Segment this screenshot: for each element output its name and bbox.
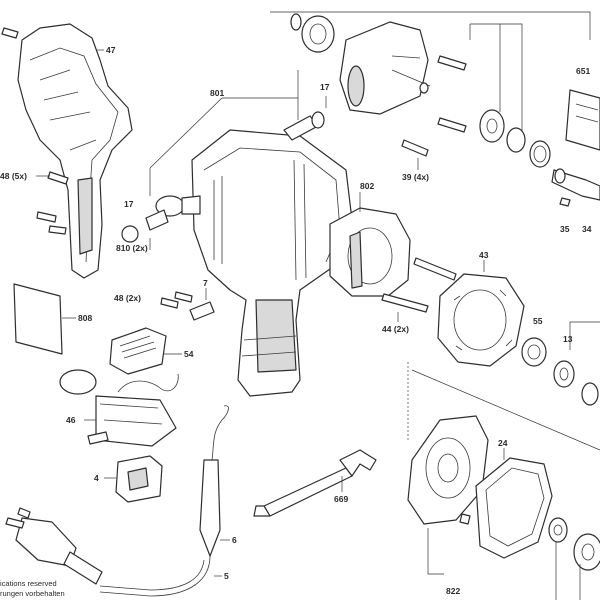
- label-24: 24: [498, 438, 508, 448]
- screws-48-5x: [1, 27, 69, 235]
- gear-cover-822: [407, 415, 489, 525]
- label-808: 808: [78, 313, 92, 323]
- label-651: 651: [576, 66, 590, 76]
- small-gear-top: [290, 13, 335, 53]
- label-5: 5: [224, 571, 229, 581]
- label-13: 13: [563, 334, 573, 344]
- ring-gear-43: [437, 273, 525, 367]
- connector-4: [115, 455, 163, 503]
- wrench-669: [253, 449, 377, 517]
- pin-small: [459, 513, 471, 525]
- label-669: 669: [334, 494, 348, 504]
- label-35: 35: [560, 224, 570, 234]
- motor-housing-801: [155, 129, 353, 397]
- switch-cap-54: [109, 327, 167, 375]
- spindle-34: [551, 168, 600, 201]
- label-4: 4: [94, 473, 99, 483]
- leader-822: [427, 528, 444, 575]
- gear-housing-top: [339, 21, 431, 115]
- label-43: 43: [479, 250, 489, 260]
- label-801: 801: [210, 88, 224, 98]
- footer-line-1: ications reserved: [0, 579, 57, 588]
- leader-801-b: [149, 97, 223, 196]
- switch-46: [59, 369, 179, 447]
- bearing-13: [553, 360, 599, 406]
- label-810-2x: 810 (2x): [116, 243, 148, 253]
- guide-line-diagonal: [411, 369, 600, 451]
- label-44-2x: 44 (2x): [382, 324, 409, 334]
- label-55: 55: [533, 316, 543, 326]
- brush-17-left: [121, 209, 169, 243]
- label-47: 47: [106, 45, 116, 55]
- screws-48-2x: [160, 291, 193, 309]
- key-35: [559, 197, 571, 207]
- bearing-rings-top-right: [479, 109, 551, 168]
- label-17-left: 17: [124, 199, 134, 209]
- label-sticker-808: [13, 283, 63, 355]
- plate-651: [565, 89, 600, 151]
- label-46: 46: [66, 415, 76, 425]
- leader-bottom-right: [555, 542, 581, 600]
- euro-plug: [5, 507, 103, 585]
- leader-top-right-group: [469, 23, 523, 132]
- gear-55: [521, 337, 547, 367]
- screws-44-2x: [381, 257, 457, 313]
- leader-801: [222, 70, 299, 120]
- label-54: 54: [184, 349, 194, 359]
- brush-holder-17-top: [283, 111, 325, 141]
- leader-13: [569, 321, 600, 350]
- label-802: 802: [360, 181, 374, 191]
- bearing-bottom-right: [548, 517, 568, 543]
- label-48-2x: 48 (2x): [114, 293, 141, 303]
- footer-line-2: rungen vorbehalten: [0, 589, 65, 598]
- gasket-24: [475, 457, 553, 559]
- label-6: 6: [232, 535, 237, 545]
- gear-bottom-right: [573, 533, 600, 571]
- label-48-5x: 48 (5x): [0, 171, 27, 181]
- label-7: 7: [203, 278, 208, 288]
- label-822: 822: [446, 586, 460, 596]
- stator-802: [329, 207, 411, 297]
- top-frame-line: [270, 11, 591, 40]
- label-34: 34: [582, 224, 592, 234]
- switch-part-7: [189, 301, 215, 321]
- label-39-4x: 39 (4x): [402, 172, 429, 182]
- handle-shell-47: [17, 23, 133, 279]
- mains-cable-5-6: [99, 405, 229, 597]
- screws-39-4x: [401, 55, 467, 157]
- label-17-top: 17: [320, 82, 330, 92]
